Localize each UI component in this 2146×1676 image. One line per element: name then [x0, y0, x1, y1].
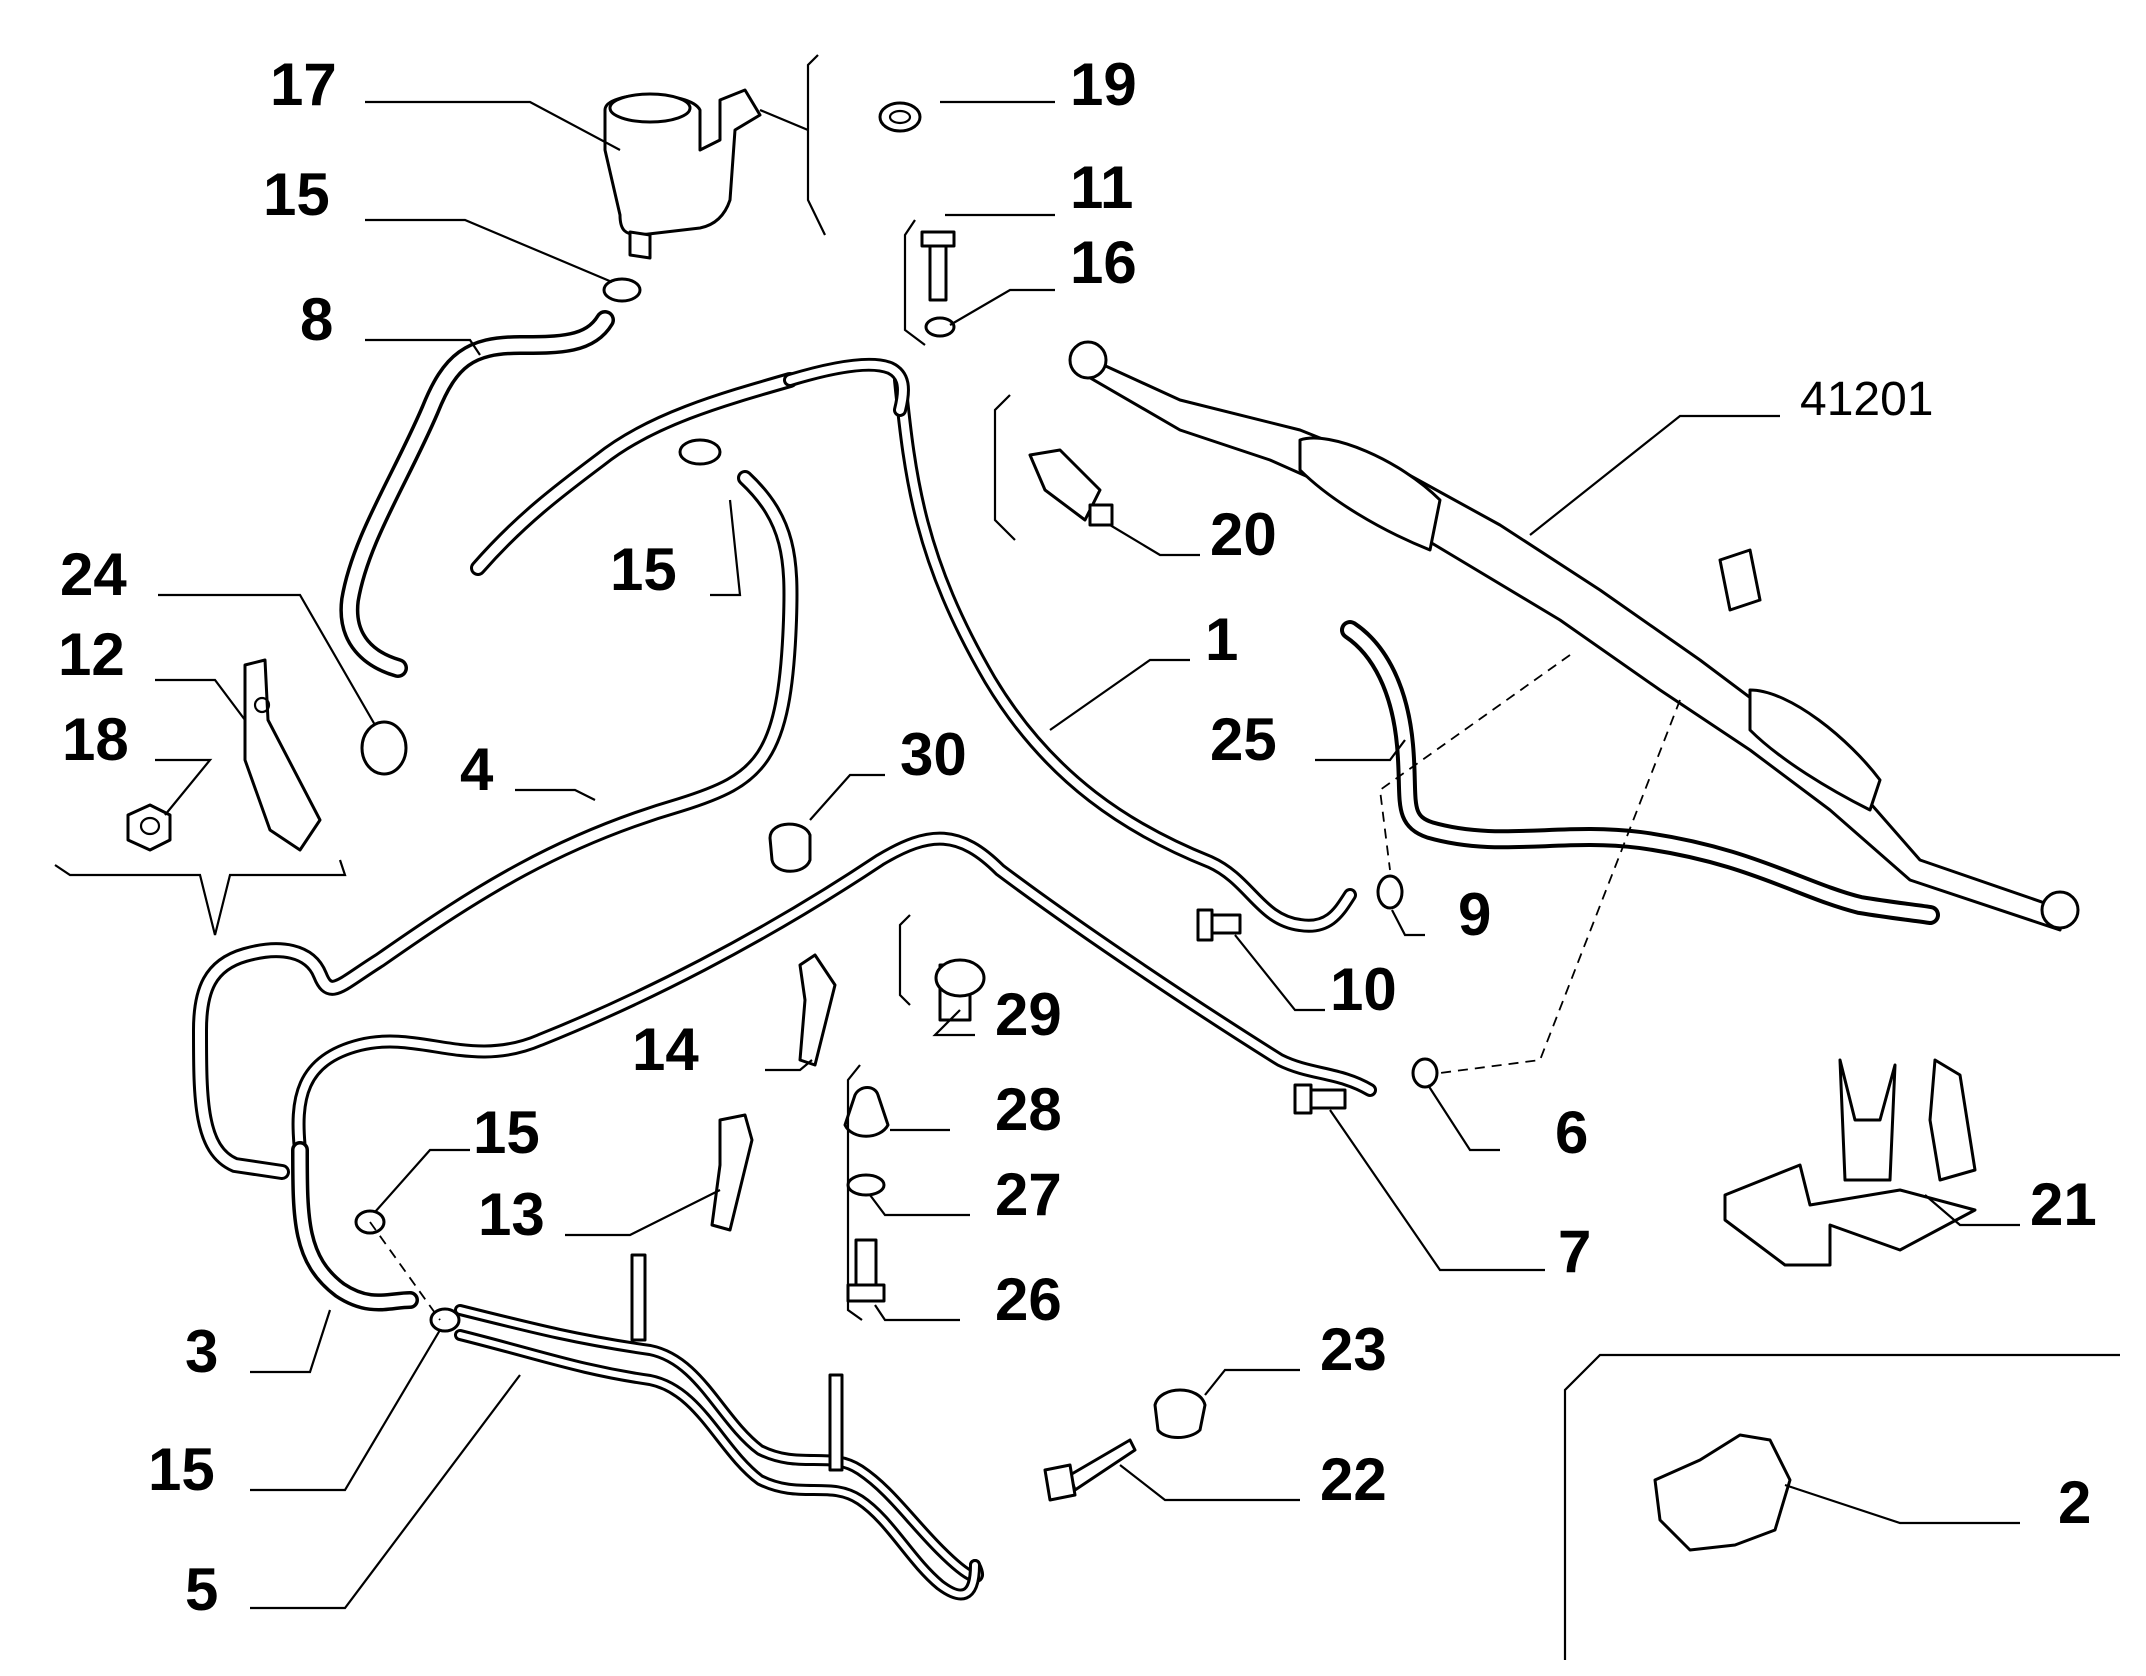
hose-group — [192, 310, 1940, 1601]
label-29: 29 — [995, 981, 1062, 1048]
washer-9 — [1376, 874, 1404, 910]
label-7: 7 — [1558, 1218, 1591, 1285]
group-bracket-26-28 — [846, 1064, 863, 1321]
label-18: 18 — [62, 706, 129, 773]
hose-3 — [291, 1141, 419, 1312]
bracket-12 — [243, 658, 322, 852]
clamp-15-top — [602, 277, 642, 303]
label-30: 30 — [900, 721, 967, 788]
leader-lines — [155, 100, 2020, 1610]
clip-13 — [710, 1113, 754, 1232]
washer-16 — [924, 316, 956, 338]
label-15-top: 15 — [263, 161, 330, 228]
label-9: 9 — [1458, 881, 1491, 948]
pressure-switch-20 — [1028, 448, 1114, 527]
label-14: 14 — [632, 1016, 699, 1083]
washer-27 — [846, 1173, 886, 1197]
group-bracket-17 — [806, 54, 826, 236]
label-11: 11 — [1070, 154, 1133, 221]
label-15-mid: 15 — [610, 536, 677, 603]
clamp-15-mid — [678, 438, 722, 466]
label-16: 16 — [1070, 229, 1137, 296]
label-1: 1 — [1205, 606, 1238, 673]
label-17: 17 — [270, 51, 337, 118]
label-6: 6 — [1555, 1099, 1588, 1166]
label-4: 4 — [460, 736, 494, 803]
label-20: 20 — [1210, 501, 1277, 568]
label-5: 5 — [185, 1556, 218, 1623]
label-13: 13 — [478, 1181, 545, 1248]
label-8: 8 — [300, 286, 333, 353]
label-27: 27 — [995, 1161, 1062, 1228]
label-15-bottom: 15 — [148, 1436, 215, 1503]
label-26: 26 — [995, 1266, 1062, 1333]
label-15-low: 15 — [473, 1099, 540, 1166]
label-19: 19 — [1070, 51, 1137, 118]
oring-24 — [360, 720, 408, 776]
clip-14 — [798, 953, 837, 1067]
group-frame-2 — [1563, 1353, 2120, 1660]
callout-labels: 17 19 15 11 16 8 41201 20 15 24 12 1 18 … — [58, 51, 2097, 1623]
washer-6 — [1411, 1057, 1439, 1089]
nut-18 — [126, 803, 172, 852]
label-21: 21 — [2030, 1171, 2097, 1238]
cooler-5-pipe-b — [454, 1329, 981, 1601]
label-3: 3 — [185, 1318, 218, 1385]
bolt-7 — [1293, 1083, 1347, 1115]
label-28: 28 — [995, 1076, 1062, 1143]
group-bracket-20 — [993, 394, 1016, 541]
steering-rack-41201 — [1068, 340, 2080, 932]
label-22: 22 — [1320, 1446, 1387, 1513]
bolt-11 — [920, 230, 956, 302]
label-25: 25 — [1210, 706, 1277, 773]
label-24: 24 — [60, 541, 127, 608]
bracket-21 — [1723, 1058, 1977, 1267]
cap-28 — [843, 1086, 890, 1138]
bolt-29 — [934, 958, 986, 1022]
clamp-15-bottom — [429, 1307, 461, 1333]
nut-23 — [1153, 1388, 1207, 1439]
group-bracket-11-16 — [903, 219, 926, 346]
bolt-26 — [846, 1238, 886, 1303]
label-23: 23 — [1320, 1316, 1387, 1383]
label-12: 12 — [58, 621, 125, 688]
label-10: 10 — [1330, 956, 1397, 1023]
seal-19 — [878, 101, 922, 133]
label-41201: 41201 — [1800, 373, 1933, 426]
group-bracket-29 — [898, 914, 911, 1006]
label-2: 2 — [2058, 1469, 2091, 1536]
nut-30 — [768, 822, 812, 873]
bolt-10 — [1196, 908, 1242, 942]
bolt-22 — [1043, 1438, 1137, 1502]
group-bracket-12-18 — [54, 859, 347, 936]
reservoir-17 — [603, 88, 762, 260]
clip-2 — [1653, 1433, 1792, 1552]
